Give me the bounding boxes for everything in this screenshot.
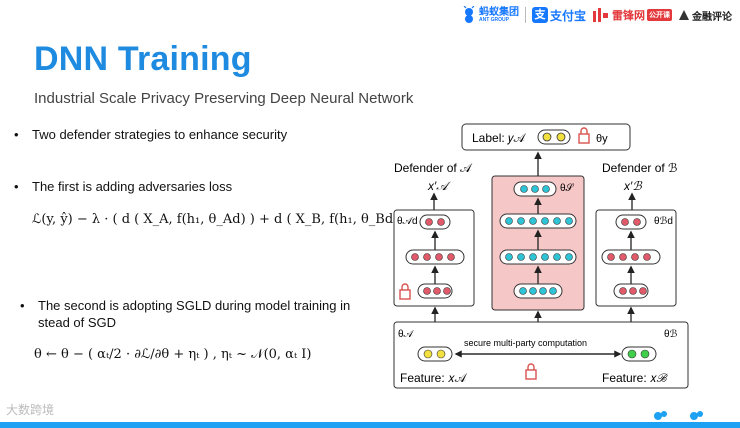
label-box: Label: 𝑦𝒜 θy bbox=[461, 123, 631, 151]
secure-computation-label: secure multi-party computation bbox=[464, 338, 587, 348]
defender-a-box: θ𝒜d bbox=[393, 209, 475, 307]
adversary-loss-formula: ℒ(y, ŷ) − λ · ( d ( X_A, f(h₁, θ_Ad) ) +… bbox=[32, 212, 417, 227]
lock-icon bbox=[399, 283, 411, 300]
leifeng-badge: 公开课 bbox=[647, 9, 672, 21]
feature-a-label: Feature: 𝑥𝒜 bbox=[400, 371, 468, 385]
defender-b-box: θℬd bbox=[595, 209, 677, 307]
defender-a-label: Defender of 𝒜 bbox=[394, 161, 473, 175]
feature-b-label: Feature: 𝑥ℬ bbox=[602, 371, 668, 385]
bullet-item-1: Two defender strategies to enhance secur… bbox=[14, 127, 287, 142]
alipay-logo: 支 支付宝 bbox=[531, 7, 586, 24]
alipay-label: 支付宝 bbox=[549, 8, 586, 23]
page-subtitle: Industrial Scale Privacy Preserving Deep… bbox=[34, 90, 414, 107]
theta-y-label: θy bbox=[596, 133, 608, 145]
ant-decoration-icon bbox=[654, 411, 703, 420]
sgld-formula: θ ← θ − ( αₜ/2 · ∂ℒ/∂θ + ηₜ ) , ηₜ ~ 𝒩(0… bbox=[34, 347, 312, 362]
theta-b-label: θℬ bbox=[664, 329, 678, 340]
leifeng-label: 雷锋网 bbox=[612, 10, 645, 22]
defender-b-label: Defender of ℬ bbox=[602, 161, 677, 175]
x-prime-a-label: x′𝒜 bbox=[427, 179, 451, 193]
theta-s-label: θ𝒮 bbox=[560, 183, 575, 194]
server-model-box: θ𝒮 bbox=[491, 151, 585, 311]
leifeng-icon bbox=[593, 8, 608, 22]
label-node bbox=[542, 132, 552, 142]
ant-icon bbox=[463, 6, 475, 23]
lock-icon bbox=[525, 363, 537, 380]
theta-bd-label: θℬd bbox=[654, 216, 673, 227]
label-text: Label: 𝑦𝒜 bbox=[472, 131, 527, 145]
page-title: DNN Training bbox=[34, 40, 252, 78]
partner-logos: 蚂蚁集团 ANT GROUP 支 支付宝 雷锋网 公开课 金融评论 bbox=[461, 6, 732, 24]
bottom-accent-bar bbox=[0, 422, 740, 428]
architecture-diagram: Label: 𝑦𝒜 θy Defender of 𝒜 Defender of ℬ… bbox=[393, 123, 689, 389]
watermark: 大数跨境 bbox=[6, 401, 54, 418]
jinrong-label: 金融评论 bbox=[692, 11, 732, 23]
theta-a-label: θ𝒜 bbox=[398, 329, 415, 340]
lock-icon bbox=[578, 127, 590, 144]
x-prime-b-label: x′ℬ bbox=[623, 179, 643, 193]
feature-parties-box: θ𝒜 θℬ secure multi-party computation Fea… bbox=[393, 321, 689, 389]
ant-group-sub: ANT GROUP bbox=[478, 16, 509, 23]
ant-group-label: 蚂蚁集团 bbox=[478, 6, 519, 18]
theta-ad-label: θ𝒜d bbox=[397, 216, 418, 227]
watermark-text: 大数跨境 bbox=[6, 403, 55, 417]
leifeng-logo: 雷锋网 公开课 bbox=[592, 7, 672, 23]
label-node bbox=[556, 132, 566, 142]
bullet-item-2: The first is adding adversaries loss bbox=[14, 179, 232, 194]
ant-group-logo: 蚂蚁集团 ANT GROUP bbox=[461, 6, 519, 24]
triangle-icon bbox=[679, 10, 689, 20]
bullet-item-3: The second is adopting SGLD during model… bbox=[20, 297, 378, 331]
jinrong-logo: 金融评论 bbox=[678, 8, 732, 23]
alipay-icon: 支 bbox=[531, 7, 548, 23]
